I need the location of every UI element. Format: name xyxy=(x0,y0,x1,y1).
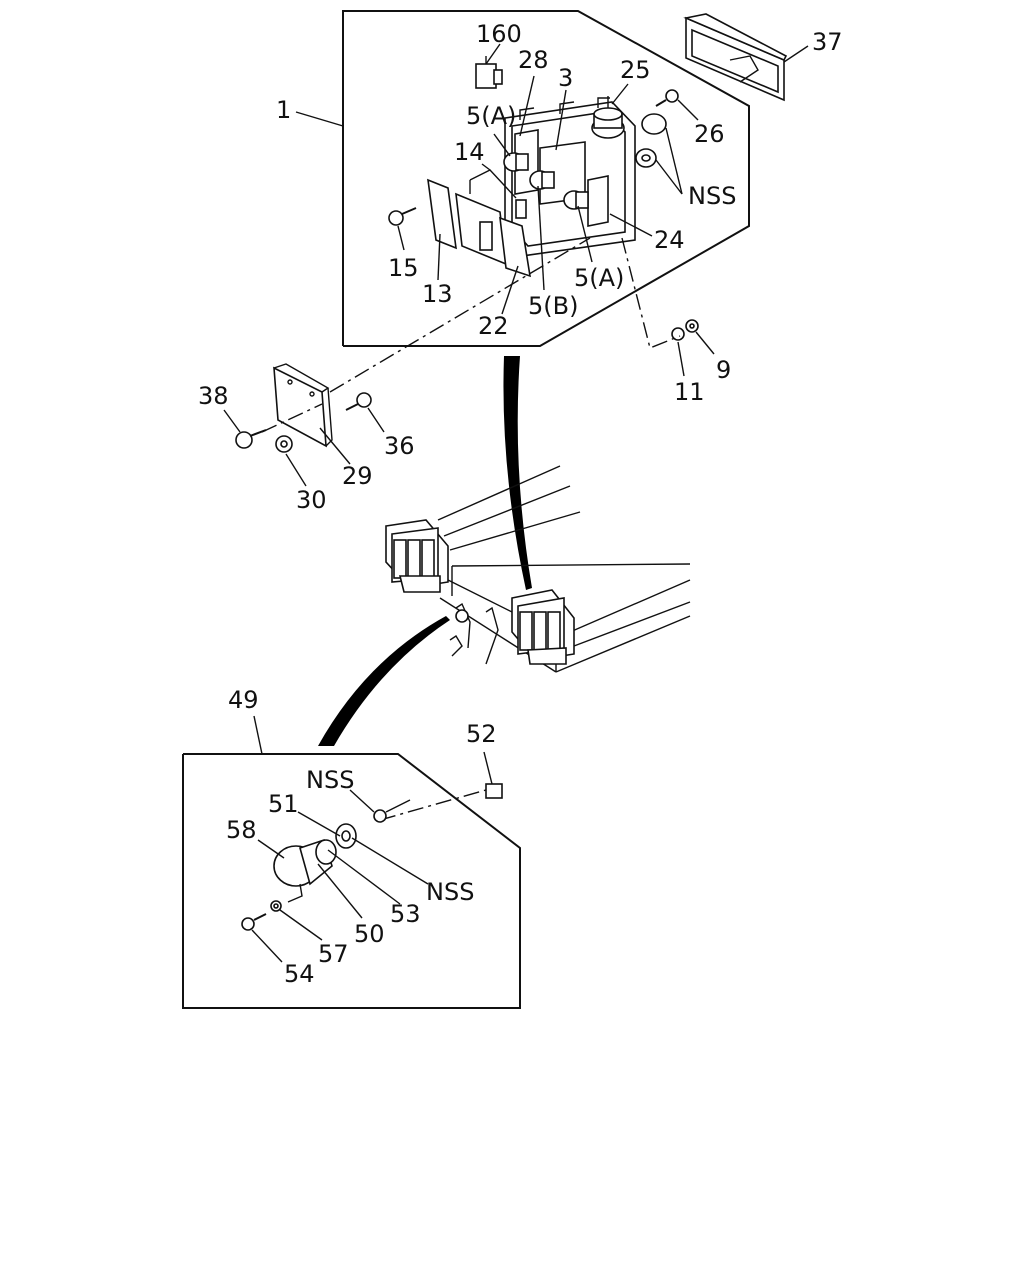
callout-57: 57 xyxy=(318,940,349,968)
callout-1: 1 xyxy=(276,96,291,124)
bracket-29 xyxy=(273,363,333,448)
callout-9: 9 xyxy=(716,356,731,384)
rear-lamp-housing xyxy=(504,97,636,257)
part-160-switch xyxy=(475,56,503,89)
callout-nss-top: NSS xyxy=(688,182,736,210)
callout-53: 53 xyxy=(390,900,421,928)
callout-5a-top: 5(A) xyxy=(466,102,516,130)
callout-58: 58 xyxy=(226,816,257,844)
callout-30: 30 xyxy=(296,486,327,514)
lower-detail-frame xyxy=(182,753,521,1009)
license-lamp-parts xyxy=(241,783,503,931)
callout-36: 36 xyxy=(384,432,415,460)
callout-160: 160 xyxy=(476,20,522,48)
bolt-38 xyxy=(235,429,267,449)
right-rear-lamp xyxy=(511,589,575,665)
callout-49: 49 xyxy=(228,686,259,714)
callout-nss-mid: NSS xyxy=(306,766,354,794)
callout-5a-bottom: 5(A) xyxy=(574,264,624,292)
lens-plates xyxy=(427,169,531,278)
callout-11: 11 xyxy=(674,378,705,406)
callout-nss-low: NSS xyxy=(426,878,474,906)
pointer-wedges xyxy=(318,356,532,746)
left-rear-lamp xyxy=(385,519,449,593)
assembly-lines xyxy=(261,237,681,821)
callout-54: 54 xyxy=(284,960,315,988)
part-15-screw xyxy=(388,207,417,226)
callout-24: 24 xyxy=(654,226,685,254)
callout-28: 28 xyxy=(518,46,549,74)
part-37-cover xyxy=(683,13,788,102)
callout-26: 26 xyxy=(694,120,725,148)
callout-14: 14 xyxy=(454,138,485,166)
callout-29: 29 xyxy=(342,462,373,490)
nss-caps-top xyxy=(635,113,667,168)
part-25-socket xyxy=(591,96,625,139)
nut-30 xyxy=(275,435,293,453)
callout-22: 22 xyxy=(478,312,509,340)
part-26-screw xyxy=(655,89,679,107)
upper-detail-frame xyxy=(342,10,750,347)
callout-50: 50 xyxy=(354,920,385,948)
callout-25: 25 xyxy=(620,56,651,84)
callout-51: 51 xyxy=(268,790,299,818)
callout-3: 3 xyxy=(558,64,573,92)
callout-38: 38 xyxy=(198,382,229,410)
parts-9-11 xyxy=(671,319,699,341)
callout-15: 15 xyxy=(388,254,419,282)
callout-5b: 5(B) xyxy=(528,292,578,320)
bulbs xyxy=(503,152,589,210)
callout-13: 13 xyxy=(422,280,453,308)
callout-37: 37 xyxy=(812,28,843,56)
callout-52: 52 xyxy=(466,720,497,748)
callout-labels: 1 160 28 3 25 37 26 5(A) 14 NSS 24 15 13… xyxy=(198,20,843,988)
bolt-36 xyxy=(345,392,372,411)
leader-lines xyxy=(223,43,809,963)
